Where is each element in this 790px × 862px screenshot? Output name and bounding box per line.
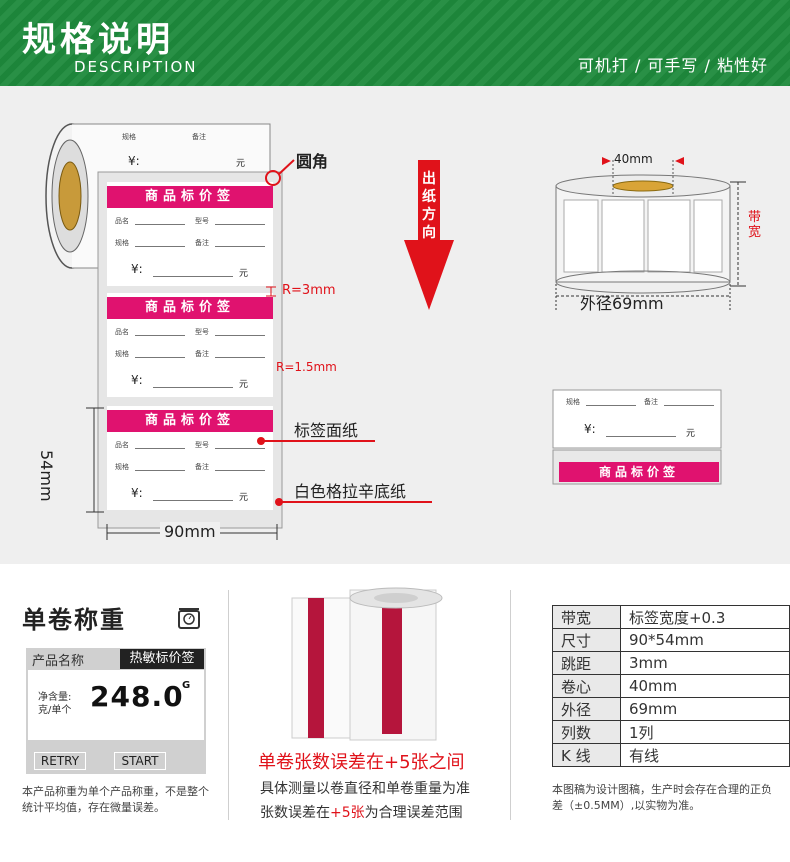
- table-row: K 线有线: [552, 743, 790, 767]
- label-header: 商品标价签: [107, 297, 273, 319]
- label-header: 商品标价签: [107, 410, 273, 432]
- header-banner: 规格说明 DESCRIPTION 可机打 / 可手写 / 粘性好: [0, 0, 790, 86]
- roll-top-label: 规格 备注 ¥: 元: [122, 133, 246, 169]
- header-texture: [0, 0, 790, 86]
- product-name-label: 产品名称: [32, 654, 85, 669]
- label-roll-photo: [291, 587, 443, 741]
- weight-unit: G: [182, 680, 191, 691]
- section-title: 规格说明: [22, 20, 174, 60]
- scale-display: 产品名称 热敏标价签 净含量: 克/单个 248.0 G RETRY START: [26, 648, 206, 774]
- weight-title: 单卷称重: [22, 606, 126, 634]
- count-title: 单卷张数误差在+5张之间: [258, 752, 465, 773]
- price-label: 商品标价签 品名 型号 规格 备注 ¥: 元: [107, 182, 273, 286]
- liner-label: 白色格拉辛底纸: [294, 482, 407, 501]
- divider: [510, 590, 511, 820]
- direction-text: 出 纸 方 向: [422, 171, 436, 241]
- count-line1: 具体测量以卷直径和单卷重量为准: [260, 781, 470, 797]
- label-header: 商品标价签: [107, 186, 273, 208]
- face-paper-label: 标签面纸: [294, 421, 359, 440]
- core-dimension: 40mm: [614, 152, 653, 166]
- width-label: 90mm: [160, 522, 220, 541]
- round-corner-label: 圆角: [296, 152, 329, 171]
- section-subtitle: DESCRIPTION: [74, 58, 198, 76]
- feature-tagline: 可机打 / 可手写 / 粘性好: [577, 56, 768, 75]
- count-line2: 张数误差在+5张为合理误差范围: [260, 805, 463, 821]
- product-name-value: 热敏标价签: [120, 649, 204, 669]
- r3-label: R=3mm: [282, 283, 336, 298]
- price-label: 商品标价签 品名 型号 规格 备注 ¥: 元: [107, 406, 273, 510]
- spec-note: 本图稿为设计图稿，生产时会存在合理的正负差（±0.5MM）,以实物为准。: [552, 783, 772, 812]
- retry-button[interactable]: RETRY: [34, 752, 86, 770]
- weight-note: 本产品称重为单个产品称重，不是整个统计平均值，存在微量误差。: [22, 785, 209, 814]
- start-button[interactable]: START: [114, 752, 166, 770]
- outer-diameter: 外径69mm: [580, 294, 664, 313]
- height-label: 54mm: [37, 450, 56, 502]
- price-label: 商品标价签 品名 型号 规格 备注 ¥: 元: [107, 293, 273, 397]
- scale-icon: [178, 608, 200, 629]
- table-row: 带宽标签宽度+0.3: [552, 605, 790, 629]
- band-width: 带宽: [748, 210, 762, 240]
- divider: [228, 590, 229, 820]
- readout-panel: 净含量: 克/单个 248.0 G: [28, 670, 204, 740]
- weight-readout: 248.0: [90, 680, 184, 713]
- dimension-lines: [86, 157, 746, 540]
- r15-label: R=1.5mm: [276, 360, 337, 374]
- detail-label-header: 商品标价签: [598, 465, 679, 479]
